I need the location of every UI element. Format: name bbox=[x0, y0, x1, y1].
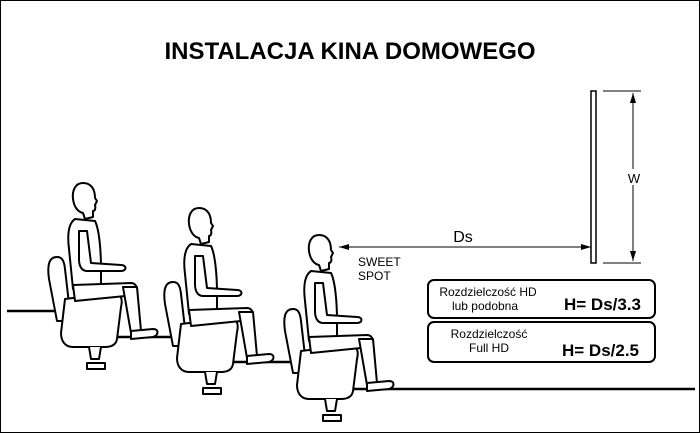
projection-screen bbox=[590, 90, 597, 264]
info-box-hd bbox=[427, 279, 656, 319]
info-box-fullhd-formula: H= Ds/2.5 bbox=[562, 341, 639, 360]
viewer-middle-row bbox=[163, 207, 275, 395]
width-dimension bbox=[603, 90, 641, 264]
viewer-back-row bbox=[47, 182, 159, 370]
distance-label: Ds bbox=[453, 229, 473, 246]
info-box-fullhd-line2: Full HD bbox=[469, 341, 509, 355]
sweet-spot-label-line2: SPOT bbox=[358, 269, 391, 283]
info-box-hd-line1: Rozdzielczość HD bbox=[439, 285, 537, 299]
info-box-fullhd-line1: Rozdzielczość bbox=[451, 327, 528, 341]
distance-dimension bbox=[339, 244, 591, 250]
info-box-fullhd bbox=[427, 321, 656, 363]
info-box-hd-line2: lub podobna bbox=[452, 299, 518, 313]
page-title: INSTALACJA KINA DOMOWEGO bbox=[164, 38, 535, 65]
info-box-hd-formula: H= Ds/3.3 bbox=[564, 295, 641, 314]
width-label: W bbox=[628, 171, 641, 186]
sweet-spot-label-line1: SWEET bbox=[358, 255, 401, 269]
